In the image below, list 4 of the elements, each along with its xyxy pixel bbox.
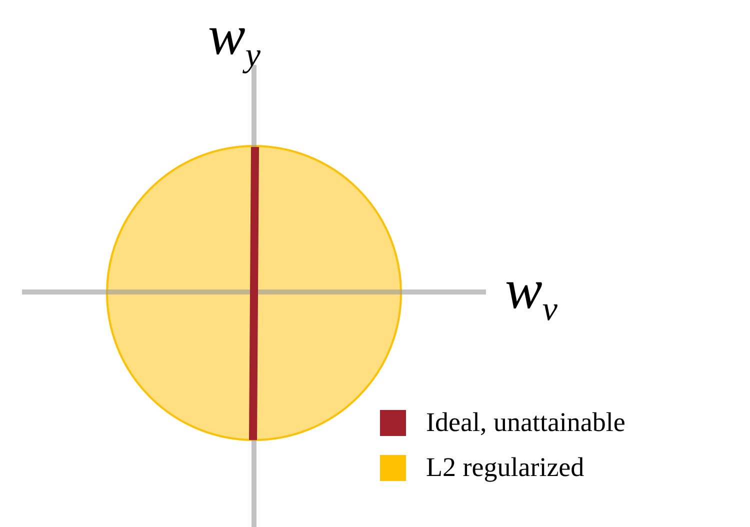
axis-label: w$_{y}$ — [208, 8, 260, 74]
legend-label: Ideal, unattainable — [426, 407, 626, 438]
legend-label: L2 regularized — [426, 452, 584, 483]
axis-label: w$_{v}$ — [505, 262, 558, 328]
